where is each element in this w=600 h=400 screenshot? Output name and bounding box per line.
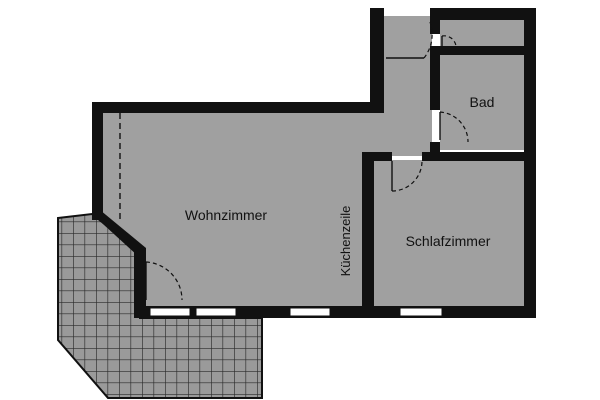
window-2 — [195, 307, 237, 317]
floor-area — [102, 16, 524, 306]
window-3 — [289, 307, 331, 317]
window-4 — [399, 307, 443, 317]
room-label-wohnzimmer: Wohnzimmer — [185, 207, 268, 223]
doors — [145, 21, 469, 301]
room-label-kuechenzeile: Küchenzeile — [338, 206, 353, 277]
room-label-bad: Bad — [470, 94, 495, 110]
room-label-schlafzimmer: Schlafzimmer — [406, 233, 491, 249]
window-1 — [149, 307, 191, 317]
windows — [149, 307, 443, 317]
